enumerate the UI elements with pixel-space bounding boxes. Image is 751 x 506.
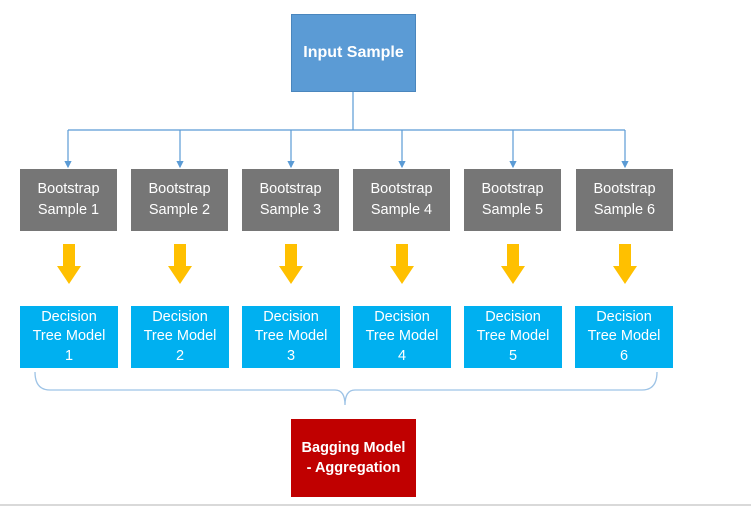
bagging-label-line1: Bagging Model: [301, 440, 406, 456]
decision-tree-box-5: Decision Tree Model 5: [464, 306, 562, 368]
tree-label-line3: 4: [397, 347, 407, 364]
bootstrap-sample-box-1: Bootstrap Sample 1: [20, 169, 117, 231]
bootstrap-label-line2: Sample 6: [593, 202, 656, 218]
bootstrap-sample-box-3: Bootstrap Sample 3: [242, 169, 339, 231]
bootstrap-label-line2: Sample 5: [481, 202, 544, 218]
aggregation-brace: [34, 371, 658, 406]
tree-label-line1: Decision: [41, 308, 97, 325]
down-arrow-icon: [390, 244, 414, 284]
down-arrow-icon: [279, 244, 303, 284]
bootstrap-sample-box-4: Bootstrap Sample 4: [353, 169, 450, 231]
tree-label-line1: Decision: [596, 308, 652, 325]
bootstrap-label-line1: Bootstrap: [593, 181, 656, 197]
bootstrap-label-line1: Bootstrap: [370, 181, 433, 197]
tree-label-line1: Decision: [485, 308, 541, 325]
bottom-divider: [0, 504, 751, 506]
tree-label-line3: 3: [286, 347, 296, 364]
decision-tree-box-1: Decision Tree Model 1: [20, 306, 118, 368]
down-arrow-icon: [57, 244, 81, 284]
bootstrap-sample-box-5: Bootstrap Sample 5: [464, 169, 561, 231]
bootstrap-label-line1: Bootstrap: [37, 181, 100, 197]
input-sample-label: Input Sample: [303, 44, 404, 61]
bagging-model-box: Bagging Model - Aggregation: [291, 419, 416, 497]
bootstrap-label-line1: Bootstrap: [148, 181, 211, 197]
bootstrap-label-line2: Sample 4: [370, 202, 433, 218]
tree-label-line1: Decision: [263, 308, 319, 325]
decision-tree-box-4: Decision Tree Model 4: [353, 306, 451, 368]
tree-label-line1: Decision: [374, 308, 430, 325]
bootstrap-label-line2: Sample 3: [259, 202, 322, 218]
bootstrap-label-line1: Bootstrap: [259, 181, 322, 197]
tree-label-line1: Decision: [152, 308, 208, 325]
bootstrap-label-line1: Bootstrap: [481, 181, 544, 197]
tree-label-line3: 5: [508, 347, 518, 364]
tree-label-line2: Tree Model: [365, 328, 439, 345]
bagging-label-line2: - Aggregation: [306, 460, 401, 476]
tree-label-line3: 6: [619, 347, 629, 364]
tree-label-line3: 1: [64, 347, 74, 364]
tree-label-line3: 2: [175, 347, 185, 364]
decision-tree-box-6: Decision Tree Model 6: [575, 306, 673, 368]
tree-label-line2: Tree Model: [32, 328, 106, 345]
down-arrow-icon: [613, 244, 637, 284]
input-sample-box: Input Sample: [291, 14, 416, 92]
decision-tree-box-2: Decision Tree Model 2: [131, 306, 229, 368]
tree-label-line2: Tree Model: [254, 328, 328, 345]
tree-label-line2: Tree Model: [587, 328, 661, 345]
tree-label-line2: Tree Model: [143, 328, 217, 345]
bootstrap-sample-box-2: Bootstrap Sample 2: [131, 169, 228, 231]
bootstrap-sample-box-6: Bootstrap Sample 6: [576, 169, 673, 231]
bootstrap-label-line2: Sample 2: [148, 202, 211, 218]
decision-tree-box-3: Decision Tree Model 3: [242, 306, 340, 368]
tree-label-line2: Tree Model: [476, 328, 550, 345]
down-arrow-icon: [501, 244, 525, 284]
bootstrap-label-line2: Sample 1: [37, 202, 100, 218]
down-arrow-icon: [168, 244, 192, 284]
